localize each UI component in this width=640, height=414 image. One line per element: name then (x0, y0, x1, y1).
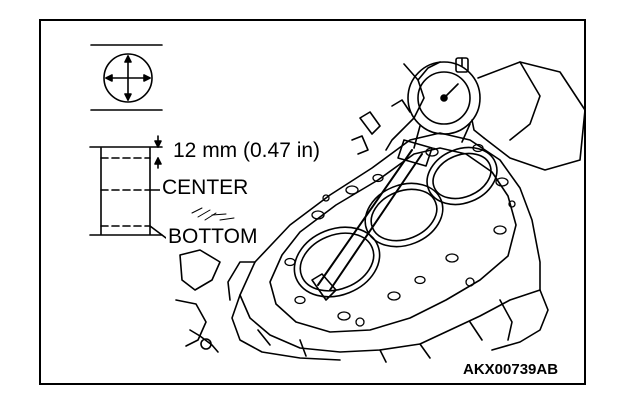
bore-side-view-inset (89, 135, 167, 239)
bottom-label: BOTTOM (166, 225, 260, 248)
block-hatching (191, 207, 235, 221)
bore-gauge-tool (311, 57, 586, 301)
figure-code: AKX00739AB (462, 361, 560, 378)
figure-frame (39, 19, 586, 385)
measure-offset-label: 12 mm (0.47 in) (173, 139, 321, 162)
bore-top-view-inset (90, 44, 163, 111)
center-label: CENTER (160, 176, 251, 199)
